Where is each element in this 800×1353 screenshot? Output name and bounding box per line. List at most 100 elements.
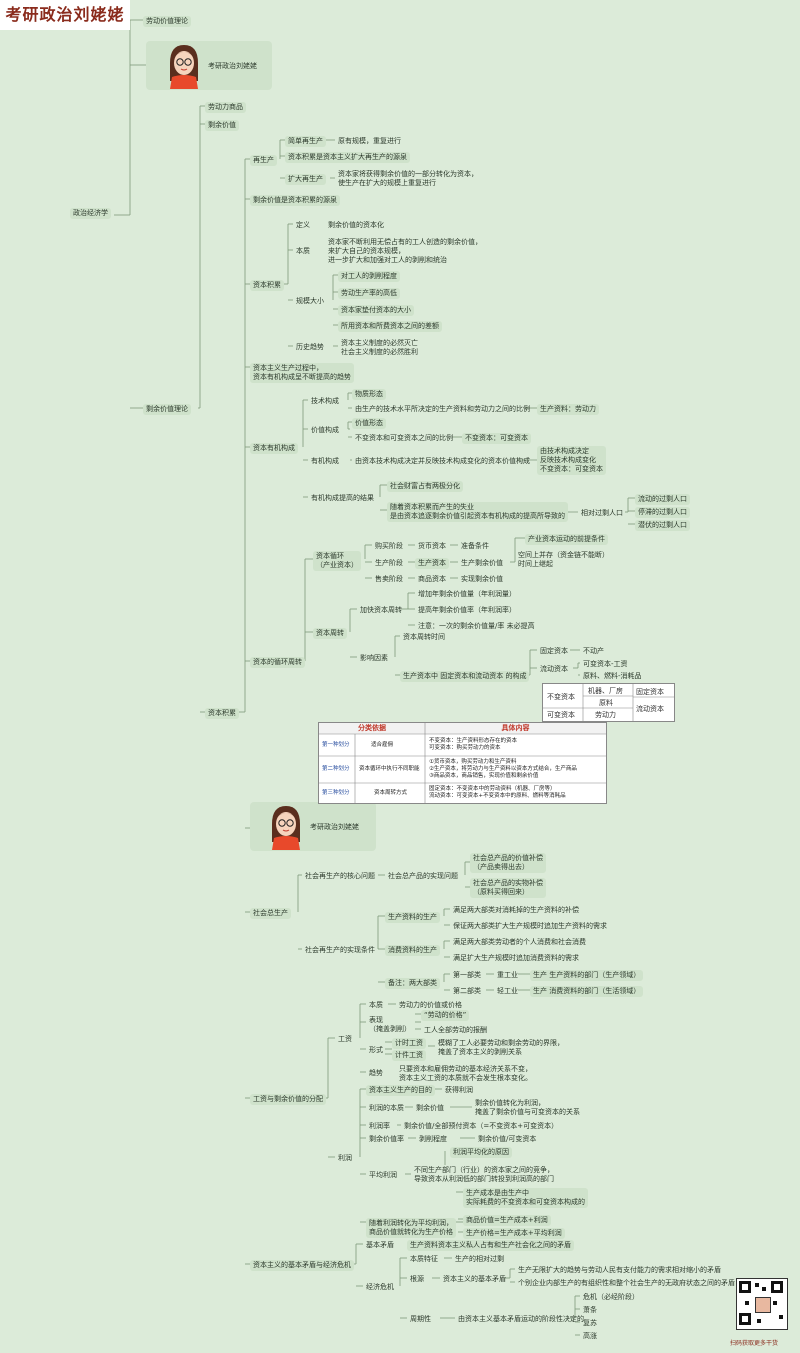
- node-w-ess: 本质: [369, 1001, 383, 1009]
- table-grid: [543, 684, 674, 721]
- node-expand-desc: 资本家将获得剩余价值的一部分转化为资本， 使生产在扩大的规模上重复进行: [338, 170, 478, 187]
- qr-avatar-icon: [755, 1297, 771, 1313]
- node-c-root: 根源: [410, 1275, 424, 1283]
- node-avg: 平均利润: [369, 1171, 397, 1179]
- node-dept2-d: 生产 消费资料的部门（生活领域）: [530, 986, 644, 997]
- node-surplus-source: 剩余价值是资本积累的源泉: [250, 195, 340, 206]
- node-pop-1: 流动的过剩人口: [635, 494, 690, 505]
- node-mp-1: 满足两大部类对消耗掉的生产资料的补偿: [453, 906, 579, 914]
- watermark-card-top: 考研政治刘姥姥: [146, 41, 272, 90]
- table-cell: 劳动力: [595, 711, 616, 719]
- table-cell: 流动资本: [636, 705, 664, 713]
- node-profit: 利润: [338, 1154, 352, 1162]
- node-surplus-value: 剩余价值: [205, 120, 239, 131]
- node-p-ess-d: 剩余价值转化为利润， 掩盖了剩余价值与可变资本的关系: [475, 1099, 580, 1116]
- node-surplus-theory: 剩余价值理论: [143, 404, 191, 415]
- node-w-rep-1: “劳动的价格”: [421, 1010, 470, 1021]
- node-real-1: 社会总产品的价值补偿 （产品卖得出去）: [470, 853, 546, 873]
- node-price-1: 商品价值=生产成本+利润: [463, 1215, 551, 1226]
- node-labor-theory: 劳动价值理论: [143, 16, 191, 27]
- node-value-2: 不变资本和可变资本之间的比例: [355, 434, 453, 442]
- table-cell: 不变资本：生产资料形态存在的资本 可变资本：购买劳动力的资本: [429, 738, 518, 751]
- node-pop-3: 潜伏的过剩人口: [635, 520, 690, 531]
- node-avg-cause: 利润平均化的原因: [450, 1147, 512, 1158]
- node-ph-1: 危机（必经阶段）: [583, 1293, 639, 1301]
- table-header: 具体内容: [501, 724, 530, 732]
- node-w-trend-d: 只要资本和雇佣劳动的基本经济关系不变， 资本主义工资的本质就不会发生根本变化。: [399, 1065, 532, 1082]
- node-trend-desc: 资本主义制度的必然灭亡 社会主义制度的必然胜利: [341, 339, 418, 356]
- node-cycle: 资本循环 （产业资本）: [313, 551, 361, 571]
- node-buy-f: 准备条件: [461, 542, 489, 550]
- watermark-caption: 考研政治刘姥姥: [208, 62, 257, 70]
- node-speed-2: 提高年剩余价值率（年利润率）: [418, 606, 516, 614]
- node-value-comp: 价值构成: [311, 426, 339, 434]
- capital-classification-table: 分类依据 具体内容 第一种划分 适合雇佣 不变资本：生产资料形态存在的资本 可变…: [318, 722, 607, 804]
- node-tech: 技术构成: [311, 397, 339, 405]
- node-pop-2: 停滞的过剩人口: [635, 507, 690, 518]
- table-cell: 原料: [599, 699, 613, 707]
- watermark-caption: 考研政治刘姥姥: [310, 823, 359, 831]
- table-cell: 第三种划分: [322, 790, 350, 796]
- node-factor-2: 生产资本中 固定资本和流动资本 的构成: [400, 671, 530, 682]
- node-scale-1: 对工人的剥削程度: [338, 271, 400, 282]
- node-light: 轻工业: [497, 987, 518, 995]
- node-fixed: 固定资本: [540, 647, 568, 655]
- node-tech-1: 物质形态: [352, 389, 386, 400]
- node-c-root-m: 资本主义的基本矛盾: [443, 1275, 506, 1283]
- node-w-trend: 趋势: [369, 1069, 383, 1077]
- node-core-issue: 社会再生产的核心问题: [305, 872, 375, 880]
- node-prereq: 产业资本运动的前提条件: [525, 534, 608, 545]
- node-org-comp: 有机构成: [311, 457, 339, 465]
- node-p-rate: 利润率: [369, 1122, 390, 1130]
- node-essence-desc: 资本家不断利用无偿占有的工人创造的剩余价值， 来扩大自己的资本规模， 进一步扩大…: [328, 238, 482, 264]
- node-w-rep: 表现 （掩盖剥削）: [369, 1016, 411, 1033]
- node-scale: 规模大小: [296, 297, 324, 305]
- node-scale-4: 所用资本和所费资本之间的差额: [338, 321, 442, 332]
- node-s-rate-d: 剩余价值/可变资本: [478, 1135, 537, 1143]
- node-crisis: 经济危机: [366, 1283, 394, 1291]
- node-essence: 本质: [296, 247, 310, 255]
- node-speed-3: 注意：一次的剩余价值量/率 未必提高: [418, 622, 535, 630]
- node-cp-1: 满足两大部类劳动者的个人消费和社会消费: [453, 938, 586, 946]
- node-expand-repro: 扩大再生产: [285, 174, 326, 185]
- node-prereq-desc: 空间上并存（资金链不能断） 时间上继起: [518, 551, 609, 568]
- watermark-card-mid: 考研政治刘姥姥: [250, 802, 376, 851]
- node-w-form-d: 模糊了工人必要劳动和剩余劳动的界限， 掩盖了资本主义的剥削关系: [438, 1039, 564, 1056]
- node-means-prod: 生产资料的生产: [385, 912, 440, 923]
- node-c-root-2: 个别企业内部生产的有组织性和整个社会生产的无政府状态之间的矛盾: [518, 1279, 735, 1287]
- node-sell: 售卖阶段: [375, 575, 403, 583]
- qr-caption: 扫码获取更多干货: [730, 1340, 779, 1347]
- node-c-feat-d: 生产的相对过剩: [455, 1255, 504, 1263]
- node-circ: 资本的循环周转: [250, 657, 305, 668]
- table-cell: 适合雇佣: [371, 742, 394, 748]
- node-s-rate-m: 剥削程度: [419, 1135, 447, 1143]
- node-root: 政治经济学: [70, 208, 111, 219]
- qr-code[interactable]: [736, 1278, 788, 1330]
- node-definition: 定义: [296, 221, 310, 229]
- node-factor-1: 资本周转时间: [403, 633, 445, 641]
- node-cp-2: 满足扩大生产规模时追加消费资料的需求: [453, 954, 579, 962]
- node-prod-f: 生产剩余价值: [461, 559, 503, 567]
- node-organic-title: 资本主义生产过程中， 资本有机构成呈不断提高的趋势: [250, 363, 354, 383]
- node-speed-1: 增加年剩余价值量（年利润量）: [418, 590, 516, 598]
- node-factors: 影响因素: [360, 654, 388, 662]
- node-liquid-d1: 可变资本-工资: [583, 660, 628, 668]
- node-dept2: 第二部类: [453, 987, 481, 995]
- node-basic-d: 生产资料资本主义私人占有和生产社会化之间的矛盾: [407, 1240, 574, 1251]
- table-cell: ①货币资本，购买劳动力和生产资料 ②生产资本，将劳动力与生产资料以资本方式结合，…: [429, 759, 577, 779]
- node-contra: 资本主义的基本矛盾与经济危机: [250, 1260, 354, 1271]
- node-value-1: 价值形态: [352, 418, 386, 429]
- table-cell: 机器、厂房: [588, 687, 623, 695]
- page-title: 考研政治刘姥姥: [0, 0, 130, 30]
- node-transform: 随着利润转化为平均利润， 商品价值就转化为生产价格: [366, 1218, 456, 1238]
- capital-type-table: 不变资本 机器、厂房 固定资本 原料 可变资本 劳动力 流动资本: [542, 683, 675, 722]
- node-w-piece: 计件工资: [392, 1050, 426, 1061]
- node-p-ess-m: 剩余价值: [416, 1104, 444, 1112]
- table-cell: 不变资本: [547, 693, 575, 701]
- node-p-rate-d: 剩余价值/全部预付资本（=不变资本+可变资本）: [404, 1122, 559, 1130]
- node-liquid-d2: 原料、燃料-消耗品: [583, 672, 642, 680]
- node-res-2: 随着资本积累而产生的失业 是由资本追逐剩余价值引起资本有机构成的提高所导致的: [387, 502, 568, 522]
- node-simple-desc: 原有规模，重复进行: [338, 137, 401, 145]
- node-w-time: 计时工资: [392, 1038, 426, 1049]
